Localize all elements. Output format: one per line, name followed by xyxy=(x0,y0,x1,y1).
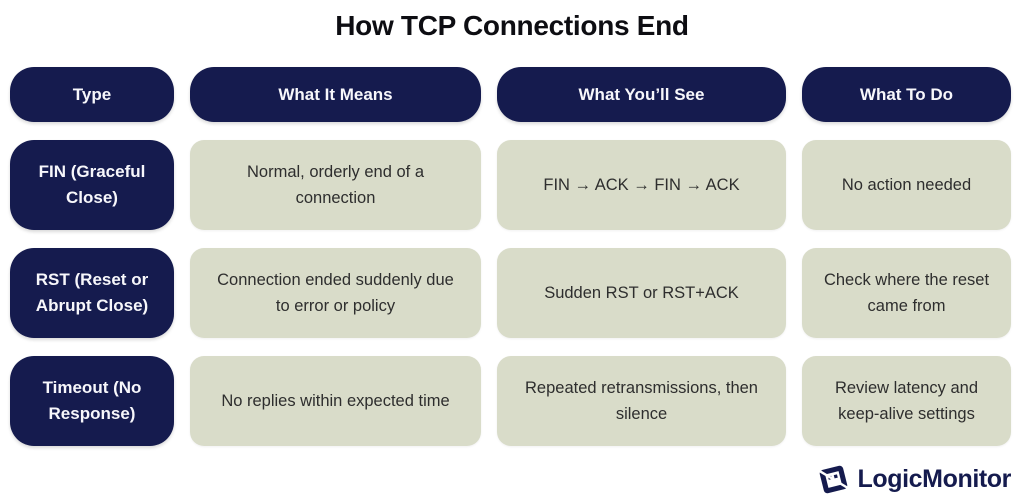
page-title: How TCP Connections End xyxy=(335,10,689,41)
logicmonitor-logo: LogicMonitor xyxy=(815,461,1011,498)
column-header-what-to-do: What To Do xyxy=(802,67,1011,122)
row-fin-observation: FIN → ACK → FIN → ACK xyxy=(497,140,786,230)
tcp-connections-table: Type What It Means What You’ll See What … xyxy=(10,67,1011,446)
row-timeout-meaning: No replies within expected time xyxy=(190,356,481,446)
row-fin-type: FIN (Graceful Close) xyxy=(10,140,174,230)
logicmonitor-logo-icon xyxy=(815,465,853,494)
row-fin-meaning: Normal, orderly end of a connection xyxy=(190,140,481,230)
logicmonitor-logo-wordmark: LogicMonitor xyxy=(857,465,1011,493)
row-timeout-observation: Repeated retransmissions, then silence xyxy=(497,356,786,446)
row-rst-type: RST (Reset or Abrupt Close) xyxy=(10,248,174,338)
row-fin-action: No action needed xyxy=(802,140,1011,230)
row-timeout-action: Review latency and keep-alive settings xyxy=(802,356,1011,446)
column-header-what-youll-see: What You’ll See xyxy=(497,67,786,122)
column-header-type: Type xyxy=(10,67,174,122)
column-header-what-it-means: What It Means xyxy=(190,67,481,122)
row-rst-observation: Sudden RST or RST+ACK xyxy=(497,248,786,338)
row-rst-meaning: Connection ended suddenly due to error o… xyxy=(190,248,481,338)
row-timeout-type: Timeout (No Response) xyxy=(10,356,174,446)
row-rst-action: Check where the reset came from xyxy=(802,248,1011,338)
